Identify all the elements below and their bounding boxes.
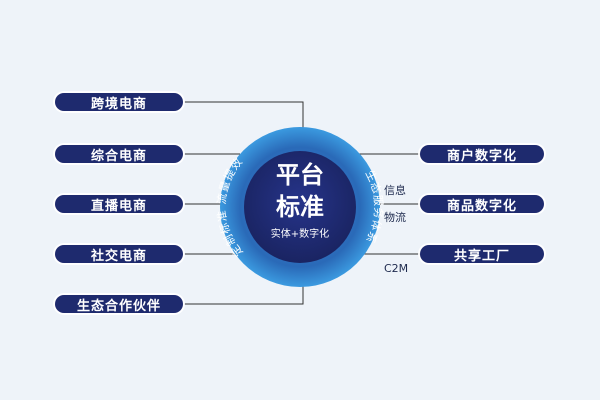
right-item-label: 商品数字化 xyxy=(446,198,517,214)
left-item-label: 综合电商 xyxy=(90,148,147,164)
left-item-comprehensive: 综合电商 xyxy=(55,145,183,164)
left-item-partners: 生态合作伙伴 xyxy=(55,295,183,314)
right-item-label: 共享工厂 xyxy=(453,248,510,264)
left-item-social: 社交电商 xyxy=(55,245,183,264)
annotation-info: 信息 xyxy=(384,184,406,197)
left-item-live: 直播电商 xyxy=(55,195,183,214)
right-item-product-digital: 商品数字化 xyxy=(420,195,544,214)
center-title-line2: 标准 xyxy=(276,193,324,221)
left-item-label: 生态合作伙伴 xyxy=(76,298,161,314)
left-item-label: 社交电商 xyxy=(90,248,147,264)
right-item-shared-factory: 共享工厂 xyxy=(420,245,544,264)
left-item-label: 跨境电商 xyxy=(90,96,147,112)
annotation-c2m: C2M xyxy=(384,262,409,275)
center-title-line1: 平台 xyxy=(276,161,324,189)
annotation-logistics: 物流 xyxy=(384,211,406,224)
inner-core xyxy=(244,151,356,263)
right-item-merchant-digital: 商户数字化 xyxy=(420,145,544,164)
left-connectors xyxy=(184,101,304,305)
left-item-label: 直播电商 xyxy=(90,198,147,214)
left-item-cross-border: 跨境电商 xyxy=(55,93,183,112)
right-item-label: 商户数字化 xyxy=(446,148,517,164)
central-hub xyxy=(220,127,380,287)
center-subtitle: 实体+数字化 xyxy=(270,229,330,240)
